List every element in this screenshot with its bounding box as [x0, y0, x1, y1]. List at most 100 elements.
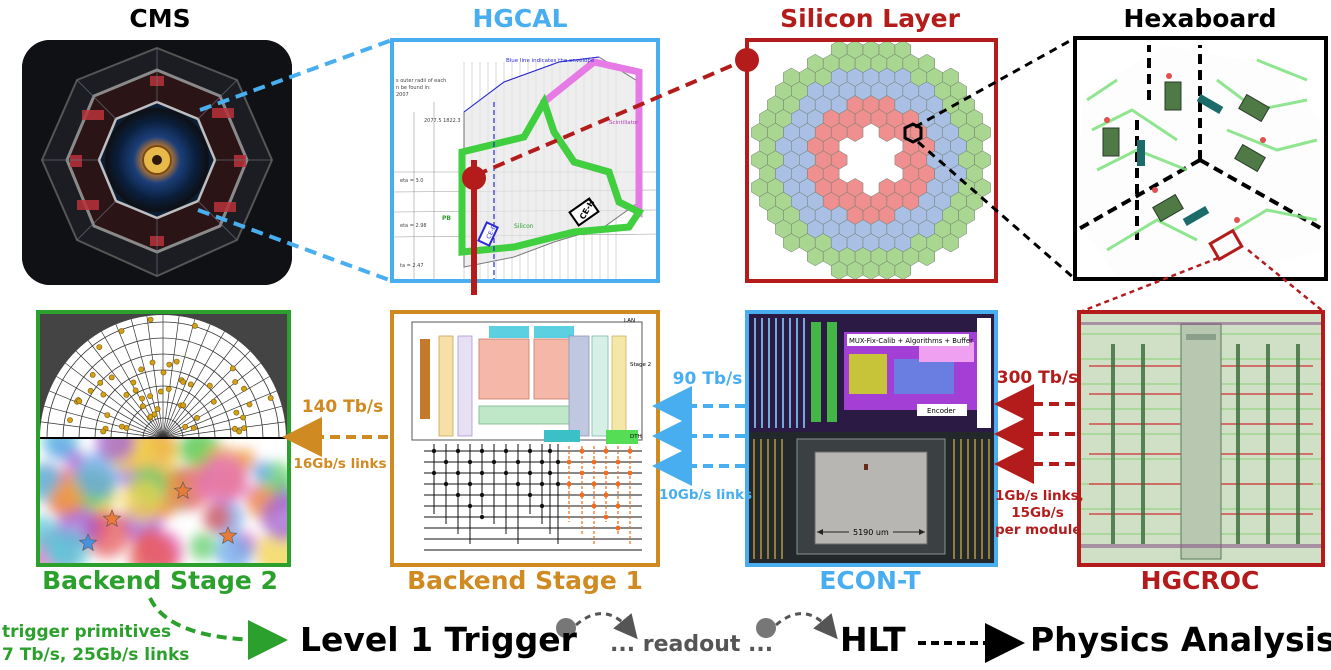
bus-node-output — [566, 459, 572, 465]
silicon-hex-cell — [846, 122, 864, 142]
bus-node-output — [603, 448, 609, 454]
trigger-cell-dot — [182, 423, 189, 430]
energy-blob — [47, 438, 74, 460]
bus-node-output — [627, 470, 633, 476]
level1-trigger-label: Level 1 Trigger — [300, 620, 577, 659]
energy-blob — [144, 438, 177, 462]
trigger-cell-dot — [206, 382, 213, 389]
bus-node-output — [579, 448, 585, 454]
trigger-cell-dot — [119, 423, 125, 430]
polar-spoke — [162, 340, 239, 439]
trigger-cell-dot — [191, 322, 198, 329]
polar-spoke — [75, 350, 164, 439]
polar-spoke — [162, 331, 225, 439]
physics-analysis-label: Physics Analysis — [1030, 620, 1331, 659]
trigger-cell-dot — [180, 402, 187, 409]
energy-blob — [197, 455, 248, 506]
polar-spoke — [162, 421, 285, 439]
svg-text:ta = 2.47: ta = 2.47 — [400, 263, 424, 269]
bus-node — [467, 481, 473, 487]
bus-node — [479, 492, 485, 498]
cluster-star — [218, 526, 238, 544]
svg-text:n be found in:: n be found in: — [396, 85, 431, 91]
trigger-cell-dot — [240, 414, 246, 421]
trigger-cell-dot — [147, 393, 153, 399]
hexaboard-title: Hexaboard — [1123, 4, 1277, 33]
bus-node — [515, 481, 521, 487]
bus-node — [479, 470, 485, 476]
econ-t-label: ECON-T — [819, 566, 921, 595]
econ-block-label: MUX-Fix-Calib + Algorithms + Buffer — [849, 337, 973, 345]
polar-spoke — [162, 316, 180, 439]
trigger-cell-dot — [140, 403, 146, 410]
readout-arrow-2 — [775, 612, 838, 640]
trigger-cell-dot — [267, 395, 274, 401]
trigger-primitives-line1: trigger primitives — [2, 622, 172, 642]
trigger-cell-dot — [229, 365, 236, 372]
trigger-cell-dot — [123, 392, 130, 398]
svg-text:2007: 2007 — [396, 92, 409, 98]
energy-blob — [251, 460, 272, 482]
polar-spoke — [162, 376, 270, 439]
polar-spoke — [87, 340, 164, 439]
bus-node — [431, 470, 437, 476]
trigger-cell-dot — [100, 391, 107, 398]
svg-text:eta = 3.0: eta = 3.0 — [400, 178, 423, 184]
trigger-cell-dot — [241, 425, 247, 432]
polar-spoke — [146, 316, 164, 439]
bus-node — [539, 481, 545, 487]
trigger-cell-dot — [147, 316, 154, 323]
econ-t-panel: MUX-Fix-Calib + Algorithms + Buffer Enco… — [745, 310, 998, 567]
bus-node — [527, 448, 533, 454]
energy-blob — [74, 452, 120, 498]
bus-node — [443, 481, 449, 487]
backend-stage2-label: Backend Stage 2 — [42, 566, 278, 595]
polar-spoke — [65, 362, 164, 439]
polar-spoke — [56, 376, 164, 439]
trigger-cell-dot — [154, 406, 161, 412]
bus-node — [443, 459, 449, 465]
energy-blob — [129, 534, 178, 563]
bus-node — [555, 459, 561, 465]
stage1-rate: 140 Tb/s — [301, 397, 384, 417]
trigger-cell-dot — [232, 379, 239, 385]
trigger-cell-dot — [118, 328, 125, 334]
cms-title: CMS — [129, 4, 191, 33]
econ-rate: 90 Tb/s — [672, 369, 743, 389]
trigger-cell-dot — [166, 361, 173, 368]
hlt-label: HLT — [840, 620, 906, 659]
trigger-cell-dot — [165, 386, 172, 392]
bus-node — [539, 503, 545, 509]
energy-blob — [121, 479, 164, 522]
trigger-cell-dot — [246, 401, 253, 408]
hgcroc-links-line3: per module — [995, 522, 1082, 538]
svg-text:s outer radii of each: s outer radii of each — [396, 78, 446, 84]
trigger-cell-dot — [231, 425, 238, 432]
bus-node — [503, 470, 509, 476]
bus-node — [479, 514, 485, 520]
lan-note: LAN — [624, 318, 635, 324]
polar-spoke — [162, 405, 282, 439]
polar-spoke — [162, 324, 211, 439]
hgcroc-links-line1: 1Gb/s links, — [995, 488, 1084, 504]
trigger-cell-dot — [67, 417, 73, 423]
hgcal-panel: CE-H CE-E Blue line indicates the envelo… — [390, 38, 660, 283]
cms-detector-image — [22, 40, 292, 285]
bus-node — [547, 470, 553, 476]
bus-node-output — [603, 470, 609, 476]
trigger-cell-dot — [173, 358, 180, 365]
hgcroc-panel — [1077, 310, 1325, 567]
trigger-cell-dot — [151, 411, 158, 418]
bus-node — [491, 459, 497, 465]
trigger-cell-dot — [233, 409, 240, 416]
bus-node — [467, 503, 473, 509]
bus-node-output — [579, 492, 585, 498]
cluster-star — [78, 533, 98, 551]
energy-blob — [177, 438, 211, 466]
energy-blob — [189, 533, 217, 561]
bus-node-output — [591, 503, 597, 509]
bus-node — [539, 459, 545, 465]
svg-text:PB: PB — [442, 215, 451, 222]
trigger-cell-dot — [157, 388, 164, 395]
cluster-star — [173, 481, 193, 499]
